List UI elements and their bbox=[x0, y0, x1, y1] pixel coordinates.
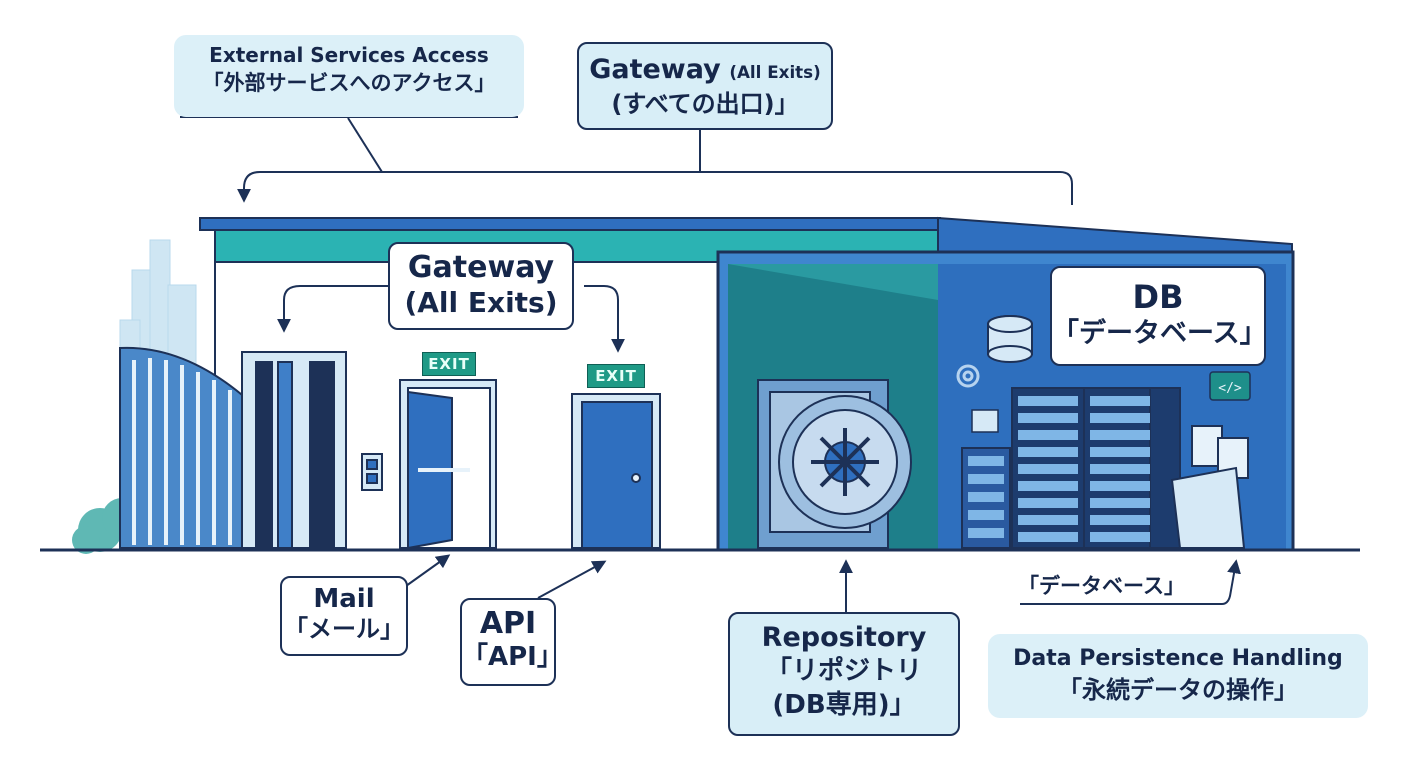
server-slot bbox=[1090, 481, 1150, 491]
code-icon: </> bbox=[1209, 371, 1251, 401]
server-slot bbox=[1018, 413, 1078, 423]
database-label: 「データベース」 bbox=[1018, 574, 1185, 598]
server-slot bbox=[1090, 430, 1150, 440]
kiosk-icon bbox=[1170, 425, 1249, 549]
server-slot bbox=[968, 510, 1004, 520]
db-line1: DB bbox=[1132, 278, 1184, 316]
gateway-top-ja: (すべての出口)」 bbox=[611, 90, 799, 119]
vault-icon bbox=[757, 379, 912, 549]
bottom-arrows bbox=[405, 554, 1241, 612]
server-slot bbox=[1090, 532, 1150, 542]
server-slot bbox=[1018, 430, 1078, 440]
database-icon bbox=[987, 315, 1033, 363]
server-slot bbox=[1018, 464, 1078, 474]
server-slot bbox=[1090, 413, 1150, 423]
document-icon bbox=[971, 409, 999, 433]
gateway-door-icon bbox=[241, 351, 347, 549]
api-callout: API 「API」 bbox=[460, 598, 563, 686]
exit-sign-1: EXIT bbox=[422, 352, 476, 376]
gateway-mid-line1: Gateway bbox=[407, 250, 555, 285]
roof-edge bbox=[199, 217, 941, 231]
server-slot bbox=[1090, 464, 1150, 474]
mail-line2: 「メール」 bbox=[284, 615, 404, 644]
external-access-ja: 「外部サービスへのアクセス」 bbox=[202, 71, 496, 95]
server-slot bbox=[1018, 515, 1078, 525]
persistence-callout: Data Persistence Handling 「永続データの操作」 bbox=[988, 634, 1368, 718]
vault-room-shade bbox=[728, 264, 938, 300]
external-access-en: External Services Access bbox=[209, 43, 489, 67]
persistence-ja: 「永続データの操作」 bbox=[1058, 676, 1298, 705]
db-callout: DB 「データベース」 bbox=[1050, 266, 1267, 366]
server-slot bbox=[1018, 532, 1078, 542]
repository-line1: Repository bbox=[761, 622, 927, 653]
external-access-callout: External Services Access 「外部サービスへのアクセス」 bbox=[174, 35, 524, 117]
server-slot bbox=[1090, 515, 1150, 525]
svg-text:</>: </> bbox=[1218, 381, 1242, 396]
server-slot bbox=[968, 456, 1004, 466]
exit-sign-2: EXIT bbox=[587, 364, 645, 388]
mail-line1: Mail bbox=[313, 584, 375, 614]
server-slot bbox=[1018, 498, 1078, 508]
db-line2: 「データベース」 bbox=[1052, 318, 1267, 350]
gateway-mid-line2: (All Exits) bbox=[404, 286, 558, 319]
server-slot bbox=[1018, 447, 1078, 457]
gateway-arrows bbox=[277, 285, 625, 353]
gateway-top-callout: Gateway (All Exits) (すべての出口)」 bbox=[577, 42, 833, 130]
server-slot bbox=[1090, 447, 1150, 457]
server-slot bbox=[1018, 396, 1078, 406]
repository-callout: Repository 「リポジトリ (DB専用)」 bbox=[728, 612, 960, 736]
server-slots bbox=[968, 396, 1150, 542]
gear-icon bbox=[956, 364, 980, 388]
server-slot bbox=[968, 474, 1004, 484]
mail-door-icon bbox=[399, 379, 497, 550]
server-slot bbox=[1018, 481, 1078, 491]
repository-line2: 「リポジトリ bbox=[765, 656, 922, 687]
api-line2: 「API」 bbox=[462, 642, 563, 672]
gate-icon bbox=[119, 346, 249, 549]
server-slot bbox=[968, 528, 1004, 538]
gateway-mid-callout: Gateway (All Exits) bbox=[388, 242, 574, 330]
gateway-top-title: Gateway (All Exits) bbox=[589, 54, 821, 85]
server-slot bbox=[1090, 498, 1150, 508]
repository-line3: (DB専用)」 bbox=[772, 689, 916, 720]
mail-callout: Mail 「メール」 bbox=[280, 576, 408, 656]
server-slot bbox=[1090, 396, 1150, 406]
persistence-en: Data Persistence Handling bbox=[1013, 646, 1343, 671]
top-bracket bbox=[180, 116, 1073, 205]
api-door-icon bbox=[571, 393, 661, 549]
elevator-buttons-icon bbox=[361, 453, 383, 491]
server-slot bbox=[968, 492, 1004, 502]
api-line1: API bbox=[479, 606, 537, 641]
